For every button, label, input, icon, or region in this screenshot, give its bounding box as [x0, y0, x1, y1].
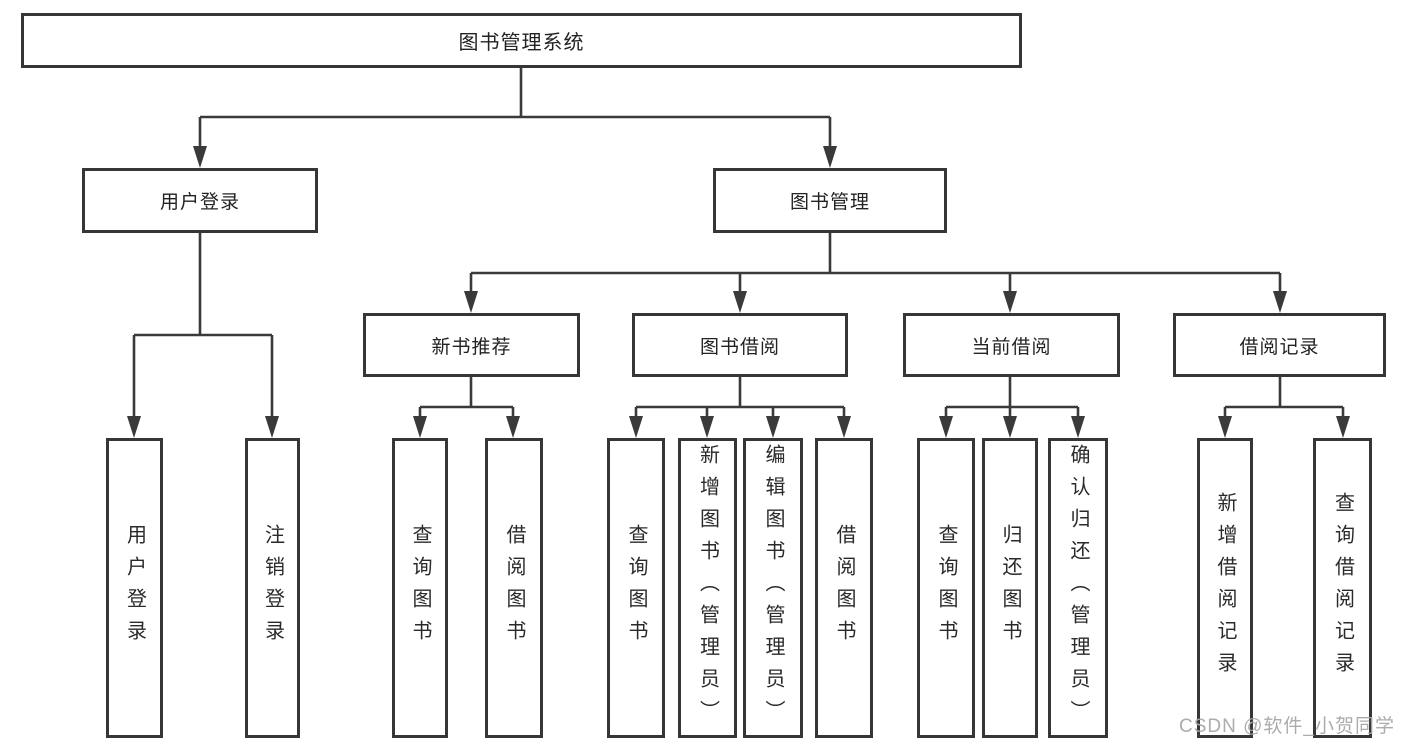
node-label: 图书管理系统	[458, 32, 585, 54]
node-book-borrowing: 图书借阅	[632, 313, 848, 377]
leaf-borrow-books: 借阅图书	[815, 438, 873, 738]
node-label: 当前借阅	[971, 336, 1052, 358]
leaf-return-books: 归还图书	[982, 438, 1038, 738]
arrowheads	[127, 146, 1350, 438]
leaf-edit-books-admin: 编辑图书（管理员）	[743, 438, 803, 738]
leaf-label: 查询借阅记录	[1331, 492, 1354, 684]
leaf-logout: 注销登录	[245, 438, 300, 738]
leaf-confirm-return-admin: 确认归还（管理员）	[1048, 438, 1108, 738]
node-user-login: 用户登录	[82, 168, 318, 233]
node-borrowing-records: 借阅记录	[1173, 313, 1386, 377]
node-label: 用户登录	[159, 192, 240, 213]
leaf-label: 新增借阅记录	[1214, 492, 1236, 684]
leaf-borrow-books-recommend: 借阅图书	[485, 438, 543, 738]
leaf-label: 注销登录	[261, 524, 284, 652]
leaf-label: 查询图书	[935, 524, 957, 652]
leaf-query-books-recommend: 查询图书	[392, 438, 448, 738]
node-label: 图书借阅	[699, 336, 780, 358]
node-library-management-system: 图书管理系统	[21, 13, 1022, 68]
node-current-borrowing: 当前借阅	[903, 313, 1120, 377]
leaf-user-login: 用户登录	[106, 438, 163, 738]
node-book-management: 图书管理	[713, 168, 947, 233]
leaf-add-borrow-record: 新增借阅记录	[1197, 438, 1253, 738]
connector-paths	[132, 68, 1345, 418]
leaf-label: 借阅图书	[833, 524, 855, 652]
leaf-label: 编辑图书（管理员）	[762, 444, 784, 732]
watermark-text: CSDN @软件_小贺同学	[1179, 716, 1395, 737]
leaf-add-books-admin: 新增图书（管理员）	[678, 438, 737, 738]
leaf-label: 查询图书	[409, 524, 431, 652]
leaf-label: 确认归还（管理员）	[1067, 444, 1089, 732]
leaf-label: 借阅图书	[503, 524, 525, 652]
leaf-query-books-current: 查询图书	[917, 438, 975, 738]
node-new-book-recommend: 新书推荐	[363, 313, 580, 377]
leaf-label: 归还图书	[999, 524, 1021, 652]
node-label: 图书管理	[789, 192, 870, 213]
node-label: 借阅记录	[1239, 336, 1320, 358]
leaf-label: 用户登录	[123, 524, 146, 652]
leaf-label: 新增图书（管理员）	[696, 444, 719, 732]
node-label: 新书推荐	[431, 336, 512, 358]
leaf-query-borrow-record: 查询借阅记录	[1313, 438, 1372, 738]
leaf-label: 查询图书	[625, 524, 647, 652]
leaf-query-books-borrowing: 查询图书	[607, 438, 665, 738]
